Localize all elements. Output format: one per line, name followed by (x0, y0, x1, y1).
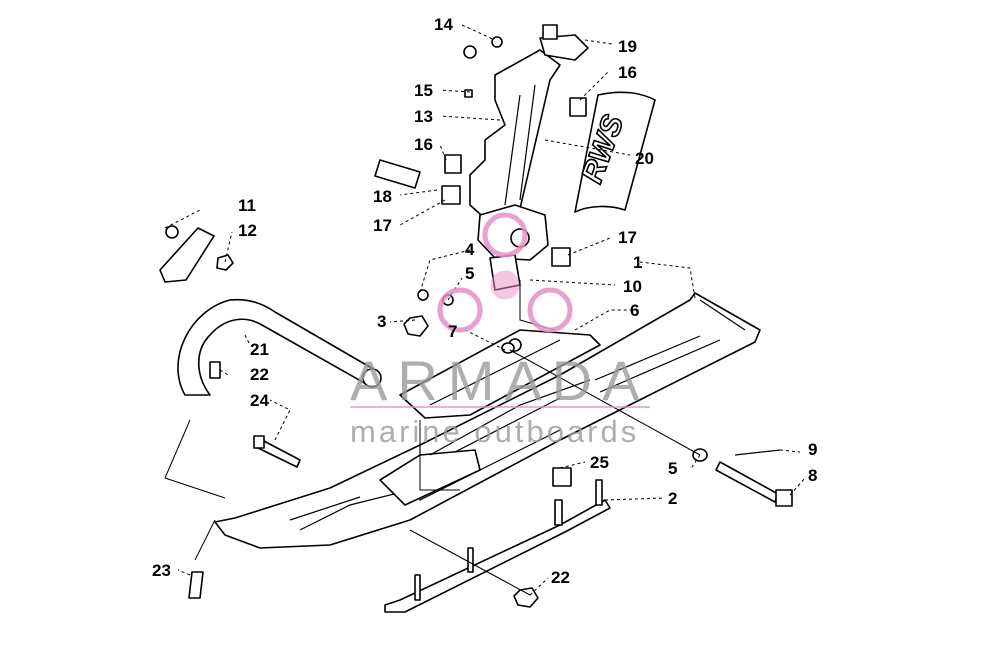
callout-16: 16 (618, 63, 637, 82)
hardware (159, 36, 793, 608)
callout-1: 1 (633, 253, 642, 272)
callout-5: 5 (465, 264, 474, 283)
callout-labels: 14 19 16 15 13 16 20 18 17 11 12 17 4 1 … (152, 15, 817, 587)
callout-20: 20 (635, 149, 654, 168)
ski-saddle (379, 329, 601, 506)
callout-5: 5 (668, 459, 677, 478)
callout-19: 19 (618, 37, 637, 56)
callout-25: 25 (590, 453, 609, 472)
callout-3: 3 (377, 312, 386, 331)
callout-2: 2 (668, 489, 677, 508)
callout-14: 14 (434, 15, 453, 34)
ski-body (214, 292, 761, 549)
callout-7: 7 (448, 322, 457, 341)
callout-17: 17 (373, 216, 392, 235)
armada-watermark: ARMADA marine outboards (350, 212, 650, 449)
callout-24: 24 (250, 391, 269, 410)
callout-8: 8 (808, 466, 817, 485)
callout-15: 15 (414, 81, 433, 100)
watermark-tagline: marine outboards (350, 414, 639, 449)
watermark-brand: ARMADA (350, 349, 650, 412)
callout-10: 10 (623, 277, 642, 296)
wear-bar (384, 479, 611, 613)
callout-21: 21 (250, 340, 269, 359)
callout-22: 22 (551, 568, 570, 587)
callout-16: 16 (414, 135, 433, 154)
callout-13: 13 (414, 107, 433, 126)
callout-18: 18 (373, 187, 392, 206)
armada-logo-icon (437, 212, 573, 333)
callout-6: 6 (630, 301, 639, 320)
callout-4: 4 (465, 240, 475, 259)
callout-9: 9 (808, 440, 817, 459)
callout-22: 22 (250, 365, 269, 384)
callout-17: 17 (618, 228, 637, 247)
callout-11: 11 (238, 196, 256, 215)
ski-loop-handle (177, 298, 382, 396)
callout-12: 12 (238, 221, 257, 240)
callout-23: 23 (152, 561, 171, 580)
